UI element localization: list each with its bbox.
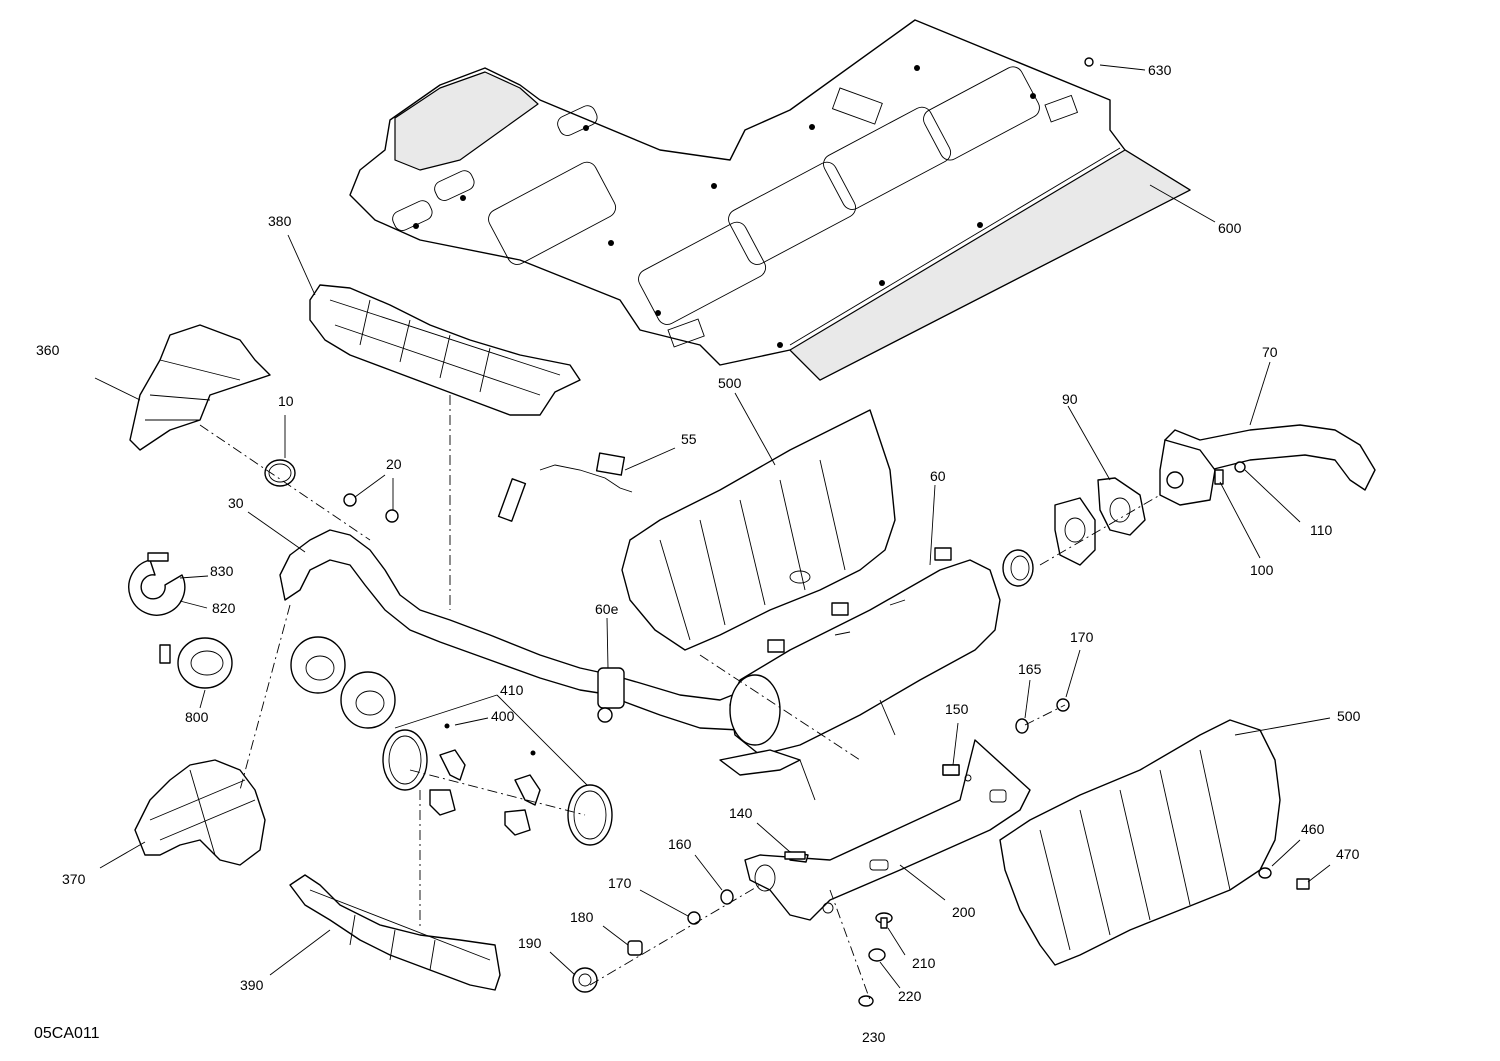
washer-165 — [1015, 718, 1029, 734]
callout-460: 460 — [1301, 821, 1325, 837]
nut-20 — [343, 493, 399, 523]
heat-shield-380 — [309, 284, 581, 416]
callout-390: 390 — [240, 977, 264, 993]
callout-410: 410 — [500, 682, 524, 698]
callout-820: 820 — [212, 600, 236, 616]
clamp-pair — [290, 636, 396, 729]
callout-90: 90 — [1062, 391, 1078, 407]
washer-230 — [858, 995, 874, 1007]
muffler-60 — [719, 547, 1001, 801]
grommet-190 — [572, 967, 598, 993]
alignment-lines — [199, 395, 1161, 1001]
bolt-630 — [1084, 57, 1094, 67]
heat-shield-500-lower — [999, 719, 1281, 966]
callout-220: 220 — [898, 988, 922, 1004]
callout-630: 630 — [1148, 62, 1172, 78]
clip-400 — [429, 723, 541, 836]
callout-10: 10 — [278, 393, 294, 409]
clamp-830-820 — [128, 552, 186, 616]
washer-460 — [1258, 867, 1272, 879]
callout-150: 150 — [945, 701, 969, 717]
outlet-sleeve — [1002, 549, 1034, 587]
callout-500-upper: 500 — [718, 375, 742, 391]
nut-110 — [1234, 461, 1246, 473]
callout-110: 110 — [1310, 522, 1333, 538]
callout-170-left: 170 — [608, 875, 632, 891]
flange-gasket-90 — [1097, 477, 1146, 536]
nut-170-left — [687, 911, 701, 925]
diagram-code: 05CA011 — [34, 1025, 100, 1042]
callout-360: 360 — [36, 342, 60, 358]
callout-30: 30 — [228, 495, 244, 511]
heat-shield-360 — [129, 324, 271, 451]
callout-800: 800 — [185, 709, 209, 725]
clip-150 — [942, 764, 960, 776]
leader-lines — [94, 64, 1331, 989]
callout-210: 210 — [912, 955, 936, 971]
callout-70: 70 — [1262, 344, 1278, 360]
washer-160 — [720, 889, 734, 905]
callout-labels: 630 600 380 360 10 20 30 55 500 60 90 70… — [34, 62, 1361, 1045]
skid-plate-600 — [349, 19, 1191, 381]
band-clamp-410 — [382, 729, 613, 846]
tail-pipe-70 — [1159, 424, 1376, 506]
grommet-220 — [868, 948, 886, 962]
callout-20: 20 — [386, 456, 402, 472]
bolt-470 — [1296, 878, 1310, 890]
callout-500-lower: 500 — [1337, 708, 1361, 724]
callout-380: 380 — [268, 213, 292, 229]
nut-170-right — [1056, 698, 1070, 712]
callout-60: 60 — [930, 468, 946, 484]
heat-shield-370 — [134, 759, 266, 866]
callout-600: 600 — [1218, 220, 1242, 236]
callout-170-right: 170 — [1070, 629, 1094, 645]
exhaust-pipe-30 — [279, 529, 761, 731]
heat-shield-500-upper — [621, 409, 896, 651]
bolt-100 — [1214, 469, 1224, 485]
callout-55: 55 — [681, 431, 697, 447]
gasket-ring-10 — [264, 459, 296, 487]
callout-370: 370 — [62, 871, 86, 887]
callout-830: 830 — [210, 563, 234, 579]
callout-165: 165 — [1018, 661, 1042, 677]
callout-200: 200 — [952, 904, 976, 920]
bracket-200 — [744, 739, 1031, 921]
callout-160: 160 — [668, 836, 692, 852]
callout-180: 180 — [570, 909, 594, 925]
callout-230: 230 — [862, 1029, 886, 1045]
callout-470: 470 — [1336, 846, 1360, 862]
pin-210 — [875, 912, 893, 929]
spacer-180 — [627, 940, 643, 956]
callout-100: 100 — [1250, 562, 1274, 578]
bolt-140 — [784, 851, 806, 860]
oxygen-sensor-55 — [497, 452, 633, 522]
flange-gasket — [1054, 497, 1096, 566]
callout-190: 190 — [518, 935, 542, 951]
callout-400: 400 — [491, 708, 515, 724]
callout-140: 140 — [729, 805, 753, 821]
heat-shield-390 — [289, 874, 501, 991]
clamp-800 — [159, 637, 233, 689]
callout-60e: 60e — [595, 601, 619, 617]
